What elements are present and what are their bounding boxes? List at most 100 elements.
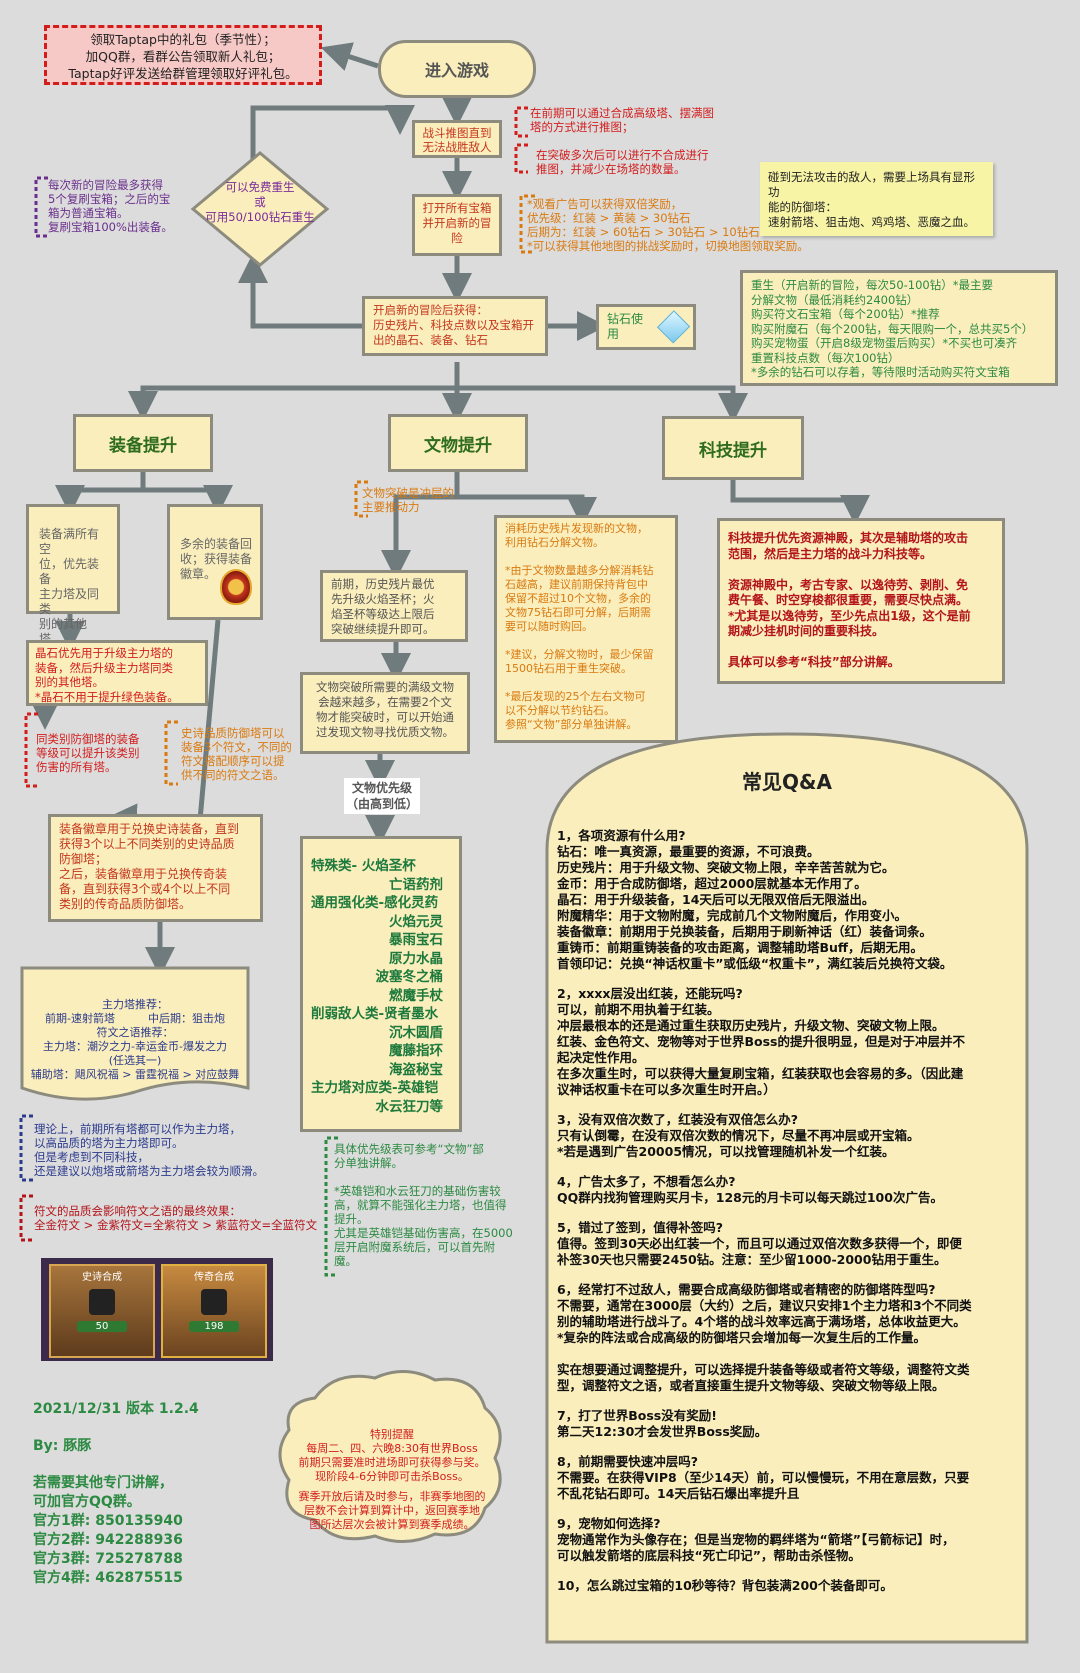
special-note: 特别提醒 每周二、四、六晚8:30有世界Boss 前期只需要准时进场即可获得参与… (282, 1428, 502, 1532)
relic-priority-item: 特殊类- 火焰圣杯 (311, 858, 416, 874)
qa-answer: 第二天12:30才会发世界Boss奖励。 (557, 1424, 768, 1439)
qa-title: 常见Q&A (742, 770, 832, 794)
gift-note-text: 领取Taptap中的礼包（季节性）； 加QQ群，看群公告领取新人礼包； Tapt… (68, 32, 298, 81)
relic-priority-item: 海盗秘宝 (389, 1061, 443, 1078)
qa-answer: QQ群内找狗管理购买月卡，128元的月卡可以每天跳过100次广告。 (557, 1190, 943, 1205)
relic-priority-item: 燃魔手杖 (389, 987, 443, 1004)
qa-question: 7，打了世界Boss没有奖励! (557, 1408, 717, 1423)
same-type-note: 同类别防御塔的装备 等级可以提升该类别 伤害的所有塔。 (36, 732, 140, 774)
relic-priority-item: 沉木圆盾 (389, 1024, 443, 1041)
qa-answer: 可以，前期不用执着于红装。 冲层最根本的还是通过重生获取历史残片，升级文物、突破… (557, 1002, 965, 1097)
relic-priority-item: 火焰元灵 (389, 913, 443, 930)
qa-question: 2，xxxx层没出红装，还能玩吗? (557, 986, 743, 1001)
new-adventure-text: 开启新的冒险后获得： 历史残片、科技点数以及宝箱开 出的晶石、装备、钻石 (373, 303, 534, 347)
qa-question: 9，宠物如何选择? (557, 1516, 661, 1531)
main-tower-banner: 主力塔推荐： 前期-速射箭塔 中后期：狙击炮 符文之语推荐： 主力塔：潮汐之力-… (30, 998, 240, 1081)
relic-priority-item: 波塞冬之桶 (375, 969, 444, 985)
rebirth-diamond-text: 可以免费重生 或 可用50/100钻石重生 (205, 180, 315, 224)
qq-group-number: 官方2群: 942288936 (33, 1532, 183, 1548)
relic-left-box: 前期，历史残片最优 先升级火焰圣杯；火 焰圣杯等级达上限后 突破继续提升即可。 (320, 570, 468, 642)
special-note-title: 特别提醒 (370, 1428, 414, 1441)
sticky-note: 碰到无法攻击的敌人，需要上场具有显形功 能的防御塔： 速射箭塔、狙击炮、鸡鸡塔、… (760, 162, 993, 236)
qa-answer: 不需要，通常在3000层（大约）之后，建议只安排1个主力塔和3个不同类 别的辅助… (557, 1298, 972, 1393)
relic-priority-item: 亡语药剂 (389, 876, 443, 893)
rebirth-diamond (190, 151, 330, 267)
relic-priority-item: 主力塔对应类-英雄铠 (311, 1080, 439, 1096)
relic-priority-label: 文物优先级 （由高到低） (344, 778, 420, 814)
qa-question: 3，没有双倍次数了，红装没有双倍怎么办? (557, 1112, 798, 1127)
qa-question: 5，错过了签到，值得补签吗? (557, 1220, 723, 1235)
qa-answer: 值得。签到30天必出红装一个，而且可以通过双倍次数多获得一个，即便 补签30天也… (557, 1236, 962, 1267)
qa-question: 8，前期需要快速冲层吗? (557, 1454, 698, 1469)
relic-priority-box: 特殊类- 火焰圣杯亡语药剂通用强化类-感化灵药火焰元灵暴雨宝石原力水晶波塞冬之桶… (300, 836, 462, 1132)
relic-right-box: 消耗历史残片发现新的文物， 利用钻石分解文物。 *由于文物数量越多分解消耗钻 石… (494, 515, 678, 743)
tech-text: 科技提升优先资源神殿，其次是辅助塔的攻击 范围，然后是主力塔的战斗力科技等。 资… (728, 531, 971, 669)
qa-list: 1，各项资源有什么用?钻石：唯一真资源，最重要的资源，不可浪费。 历史残片：用于… (557, 828, 1027, 1608)
crystal-text: 晶石优先用于升级主力塔的 装备，然后升级主力塔同类 别的其他塔。 *晶石不用于提… (35, 646, 179, 704)
diamond-use-note-text: 重生（开启新的冒险，每次50-100钻）*最主要 分解文物（最低消耗约2400钻… (751, 278, 1034, 379)
main-tower-banner-shape (20, 966, 250, 1101)
qa-question: 4，广告太多了，不想看怎么办? (557, 1174, 736, 1189)
relic-priority-item: 通用强化类-感化灵药 (311, 895, 439, 911)
special-note-body2: 赛季开放后请及时参与，非赛季地图的 层数不会计算到算计中，返回赛季地 图所达层次… (298, 1490, 486, 1531)
crystal-box: 晶石优先用于升级主力塔的 装备，然后升级主力塔同类 别的其他塔。 *晶石不用于提… (26, 640, 208, 706)
start-node: 进入游戏 (378, 40, 536, 98)
equip-left-box: 装备满所有空 位，优先装备 主力塔及同类 别的其他塔。 (26, 504, 120, 646)
relic-priority-item: 水云狂刀等 (375, 1098, 444, 1115)
badge-text: 装备徽章用于兑换史诗装备，直到 获得3个以上不同类别的史诗品质 防御塔； 之后，… (59, 822, 240, 911)
relic-priority-list: 特殊类- 火焰圣杯亡语药剂通用强化类-感化灵药火焰元灵暴雨宝石原力水晶波塞冬之桶… (311, 857, 453, 1116)
diamond-use-box: 钻石使用 (596, 304, 696, 350)
relic-priority-item: 暴雨宝石 (389, 932, 443, 948)
relic-title: 文物提升 (388, 414, 528, 472)
equip-title: 装备提升 (73, 414, 213, 472)
qa-question: 6，经常打不过敌人，需要合成高级防御塔或者精密的防御塔阵型吗? (557, 1282, 936, 1297)
relic-break-note: 文物突破是冲层的 主要推动力 (362, 486, 454, 514)
rune-note: 符文的品质会影响符文之语的最终效果： 全金符文 > 金紫符文=全紫符文 > 紫蓝… (34, 1204, 318, 1232)
footer-contact: 若需要其他专门讲解， 可加官方QQ群。 (33, 1475, 173, 1510)
qa-answer: 不需要。在获得VIP8（至少14天）前，可以慢慢玩，不用在意层数，只要 不乱花钻… (557, 1470, 970, 1501)
relic-mid-text: 文物突破所需要的满级文物 会越来越多，在需要2个文 物才能突破时，可以开始通 过… (316, 680, 454, 739)
legend-synthesis-card: 传奇合成 198 (161, 1264, 267, 1358)
ad-note: *观看广告可以获得双倍奖励， 优先级：红装 > 黄装 > 30钻石 后期为：红装… (527, 197, 809, 253)
chest-box: 打开所有宝箱 并开启新的冒 险 (412, 194, 502, 256)
footer-groups: 官方1群: 850135940 官方2群: 942288936 官方3群: 7252… (33, 1512, 199, 1588)
qa-answer: 钻石：唯一真资源，最重要的资源，不可浪费。 历史残片：用于升级文物、突破文物上限… (557, 844, 953, 971)
sword-icon (201, 1289, 227, 1315)
special-cloud-shape (278, 1369, 502, 1543)
relic-mid-box: 文物突破所需要的满级文物 会越来越多，在需要2个文 物才能突破时，可以开始通 过… (300, 672, 470, 754)
equip-right-box: 多余的装备回 收；获得装备 徽章。 (167, 504, 263, 620)
epic-synthesis-card: 史诗合成 50 (49, 1264, 155, 1358)
diamond-use-note: 重生（开启新的冒险，每次50-100钻）*最主要 分解文物（最低消耗约2400钻… (740, 270, 1058, 386)
footer-by: By: 豚豚 (33, 1438, 92, 1454)
battle-note-2: 在突破多次后可以进行不合成进行 推图，并减少在场塔的数量。 (536, 148, 709, 176)
start-label: 进入游戏 (424, 61, 489, 80)
badge-icon (220, 569, 252, 605)
epic-note: 史诗品质防御塔可以 装备3个符文，不同的 符文搭配顺序可以提 供不同的符文之语。 (181, 726, 292, 782)
tech-box: 科技提升优先资源神殿，其次是辅助塔的攻击 范围，然后是主力塔的战斗力科技等。 资… (717, 518, 1005, 684)
battle-note-1: 在前期可以通过合成高级塔、摆满图 塔的方式进行推图； (530, 106, 714, 134)
qa-answer: 宠物通常作为头像存在；但是当宠物的羁绊塔为“箭塔”【弓箭标记】时， 可以触发箭塔… (557, 1532, 955, 1563)
qq-group-number: 官方3群: 725278788 (33, 1551, 183, 1567)
relic-bottom-note: 具体优先级表可参考“文物”部 分单独讲解。 *英雄铠和水云狂刀的基础伤害较 高，… (334, 1142, 513, 1268)
qa-question: 1，各项资源有什么用? (557, 828, 686, 843)
diamond-gem-icon (656, 310, 691, 344)
relic-priority-item: 原力水晶 (389, 950, 443, 967)
qq-group-number: 官方1群: 850135940 (33, 1513, 183, 1529)
relic-right-text: 消耗历史残片发现新的文物， 利用钻石分解文物。 *由于文物数量越多分解消耗钻 石… (505, 522, 654, 731)
qa-panel-shape (545, 732, 1029, 1644)
diamond-note: 每次新的冒险最多获得 5个复刷宝箱；之后的宝 箱为普通宝箱。 复刷宝箱100%出… (48, 178, 173, 234)
qa-question: 10，怎么跳过宝箱的10秒等待？背包装满200个装备即可。 (557, 1578, 893, 1593)
battle-box-text: 战斗推图直到 无法战胜敌人 (422, 126, 492, 154)
equip-left-text: 装备满所有空 位，优先装备 主力塔及同类 别的其他塔。 (39, 527, 100, 646)
qa-answer: 只有认倒霉，在没有双倍次数的情况下，尽量不再冲层或开宝箱。 *若是遇到广告200… (557, 1128, 920, 1159)
special-note-body1: 每周二、四、六晚8:30有世界Boss 前期只需要准时进场即可获得参与奖。 现阶… (298, 1442, 486, 1483)
new-adventure-box: 开启新的冒险后获得： 历史残片、科技点数以及宝箱开 出的晶石、装备、钻石 (362, 296, 548, 356)
relic-priority-item: 魔藤指环 (389, 1043, 443, 1059)
synthesis-cards: 史诗合成 50 传奇合成 198 (41, 1258, 273, 1361)
diamond-use-label: 钻石使用 (607, 312, 644, 341)
theory-note: 理论上，前期所有塔都可以作为主力塔， 以高品质的塔为主力塔即可。 但是考虑到不同… (34, 1122, 264, 1178)
footer-version: 2021/12/31 版本 1.2.4 (33, 1401, 199, 1417)
sticky-note-text: 碰到无法攻击的敌人，需要上场具有显形功 能的防御塔： 速射箭塔、狙击炮、鸡鸡塔、… (768, 170, 975, 229)
gift-note: 领取Taptap中的礼包（季节性）； 加QQ群，看群公告领取新人礼包； Tapt… (44, 25, 322, 85)
relic-left-text: 前期，历史残片最优 先升级火焰圣杯；火 焰圣杯等级达上限后 突破继续提升即可。 (331, 577, 435, 636)
